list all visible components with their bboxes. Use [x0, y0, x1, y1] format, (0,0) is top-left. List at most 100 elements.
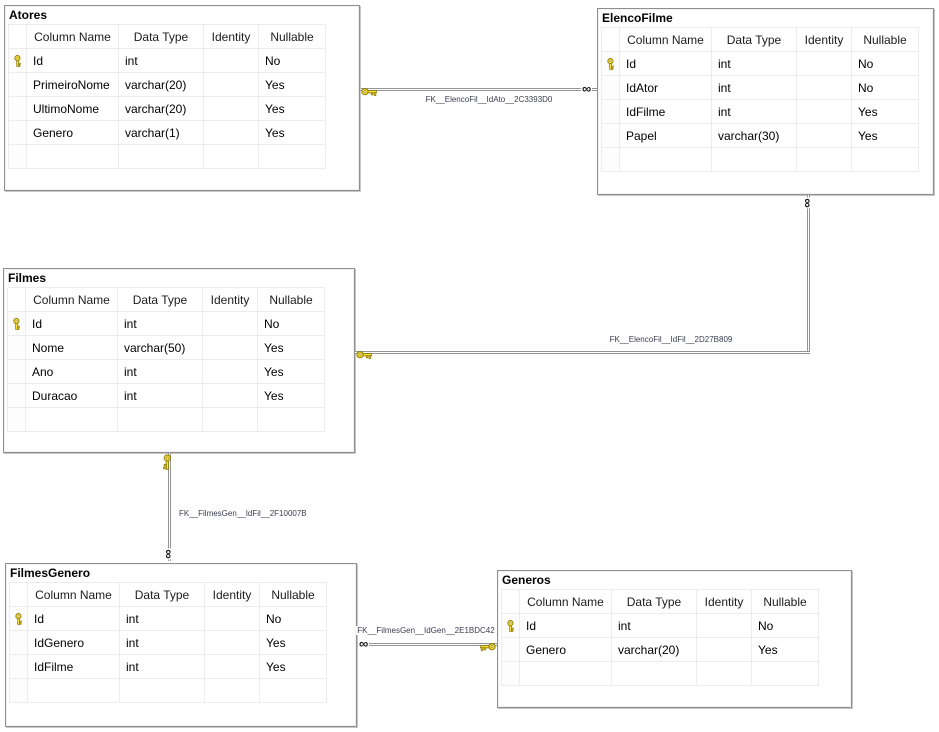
relationship-line-elenco-filme-vertical[interactable]	[807, 195, 810, 351]
data-type-cell[interactable]: int	[711, 75, 797, 100]
nullable-cell[interactable]: Yes	[258, 120, 326, 145]
row-selector[interactable]	[7, 359, 26, 384]
data-type-cell[interactable]: int	[711, 99, 797, 124]
data-type-cell[interactable]: varchar(30)	[711, 123, 797, 148]
data-type-cell[interactable]: int	[117, 383, 203, 408]
relationship-line-filmesgenero-genero[interactable]	[357, 643, 497, 646]
column-name-cell[interactable]	[25, 407, 118, 432]
relationship-line-filmesgenero-filme[interactable]	[168, 453, 171, 561]
nullable-cell[interactable]: No	[259, 606, 327, 631]
identity-cell[interactable]	[204, 654, 260, 679]
data-type-cell[interactable]	[711, 147, 797, 172]
column-name-cell[interactable]: Id	[519, 613, 612, 638]
nullable-cell[interactable]	[259, 678, 327, 703]
row-selector[interactable]	[8, 72, 27, 97]
data-type-cell[interactable]: int	[118, 48, 204, 73]
row-selector[interactable]	[7, 407, 26, 432]
row-selector[interactable]	[9, 654, 28, 679]
nullable-cell[interactable]: No	[257, 311, 325, 336]
identity-cell[interactable]	[204, 678, 260, 703]
column-name-cell[interactable]: Duracao	[25, 383, 118, 408]
identity-cell[interactable]	[696, 637, 752, 662]
column-name-cell[interactable]: Id	[26, 48, 119, 73]
column-name-cell[interactable]: Genero	[519, 637, 612, 662]
nullable-cell[interactable]	[257, 407, 325, 432]
nullable-cell[interactable]: Yes	[257, 359, 325, 384]
column-name-cell[interactable]: Id	[619, 51, 712, 76]
row-selector[interactable]	[9, 606, 28, 631]
nullable-cell[interactable]: Yes	[751, 637, 819, 662]
data-type-cell[interactable]: int	[119, 654, 205, 679]
column-name-cell[interactable]	[619, 147, 712, 172]
nullable-cell[interactable]: No	[751, 613, 819, 638]
column-name-cell[interactable]: IdFilme	[27, 654, 120, 679]
nullable-cell[interactable]: Yes	[258, 72, 326, 97]
row-selector[interactable]	[9, 678, 28, 703]
row-selector[interactable]	[601, 51, 620, 76]
row-selector[interactable]	[8, 48, 27, 73]
nullable-cell[interactable]: Yes	[257, 383, 325, 408]
data-type-cell[interactable]: varchar(50)	[117, 335, 203, 360]
table-title-filmesgenero[interactable]: FilmesGenero	[10, 566, 91, 580]
identity-cell[interactable]	[796, 75, 852, 100]
identity-cell[interactable]	[696, 661, 752, 686]
nullable-cell[interactable]: Yes	[257, 335, 325, 360]
data-type-cell[interactable]: int	[117, 359, 203, 384]
data-type-cell[interactable]	[611, 661, 697, 686]
data-type-cell[interactable]: varchar(1)	[118, 120, 204, 145]
table-node-elencofilme[interactable]: ElencoFilme Column Name Data Type Identi…	[597, 8, 934, 195]
identity-cell[interactable]	[202, 383, 258, 408]
relationship-line-elenco-filme[interactable]	[355, 351, 810, 354]
nullable-cell[interactable]: Yes	[259, 654, 327, 679]
nullable-cell[interactable]: No	[851, 75, 919, 100]
identity-cell[interactable]	[202, 335, 258, 360]
table-node-filmesgenero[interactable]: FilmesGenero Column Name Data Type Ident…	[5, 563, 357, 727]
table-title-elencofilme[interactable]: ElencoFilme	[602, 11, 673, 25]
column-name-cell[interactable]	[519, 661, 612, 686]
data-type-cell[interactable]: varchar(20)	[118, 96, 204, 121]
identity-cell[interactable]	[203, 72, 259, 97]
identity-cell[interactable]	[203, 48, 259, 73]
column-name-cell[interactable]: IdGenero	[27, 630, 120, 655]
identity-cell[interactable]	[796, 123, 852, 148]
column-name-cell[interactable]: PrimeiroNome	[26, 72, 119, 97]
row-selector[interactable]	[8, 96, 27, 121]
nullable-cell[interactable]: No	[851, 51, 919, 76]
nullable-cell[interactable]	[751, 661, 819, 686]
column-name-cell[interactable]	[26, 144, 119, 169]
table-title-filmes[interactable]: Filmes	[8, 271, 47, 285]
table-node-filmes[interactable]: Filmes Column Name Data Type Identity Nu…	[3, 268, 355, 453]
identity-cell[interactable]	[796, 147, 852, 172]
data-type-cell[interactable]: int	[611, 613, 697, 638]
relationship-line-elenco-ator[interactable]	[361, 88, 597, 91]
column-name-cell[interactable]: Ano	[25, 359, 118, 384]
column-name-cell[interactable]: Genero	[26, 120, 119, 145]
row-selector[interactable]	[601, 75, 620, 100]
identity-cell[interactable]	[203, 120, 259, 145]
identity-cell[interactable]	[202, 311, 258, 336]
column-name-cell[interactable]: UltimoNome	[26, 96, 119, 121]
identity-cell[interactable]	[204, 630, 260, 655]
nullable-cell[interactable]: Yes	[258, 96, 326, 121]
data-type-cell[interactable]: int	[711, 51, 797, 76]
data-type-cell[interactable]: int	[117, 311, 203, 336]
row-selector[interactable]	[601, 123, 620, 148]
row-selector[interactable]	[7, 335, 26, 360]
column-name-cell[interactable]: IdAtor	[619, 75, 712, 100]
data-type-cell[interactable]	[118, 144, 204, 169]
nullable-cell[interactable]: No	[258, 48, 326, 73]
row-selector[interactable]	[8, 144, 27, 169]
column-name-cell[interactable]: Nome	[25, 335, 118, 360]
column-name-cell[interactable]: Id	[27, 606, 120, 631]
identity-cell[interactable]	[204, 606, 260, 631]
row-selector[interactable]	[601, 99, 620, 124]
column-name-cell[interactable]	[27, 678, 120, 703]
table-title-generos[interactable]: Generos	[502, 573, 551, 587]
identity-cell[interactable]	[696, 613, 752, 638]
table-node-generos[interactable]: Generos Column Name Data Type Identity N…	[497, 570, 852, 708]
row-selector[interactable]	[7, 311, 26, 336]
row-selector[interactable]	[501, 613, 520, 638]
column-name-cell[interactable]: Papel	[619, 123, 712, 148]
identity-cell[interactable]	[796, 99, 852, 124]
nullable-cell[interactable]	[851, 147, 919, 172]
